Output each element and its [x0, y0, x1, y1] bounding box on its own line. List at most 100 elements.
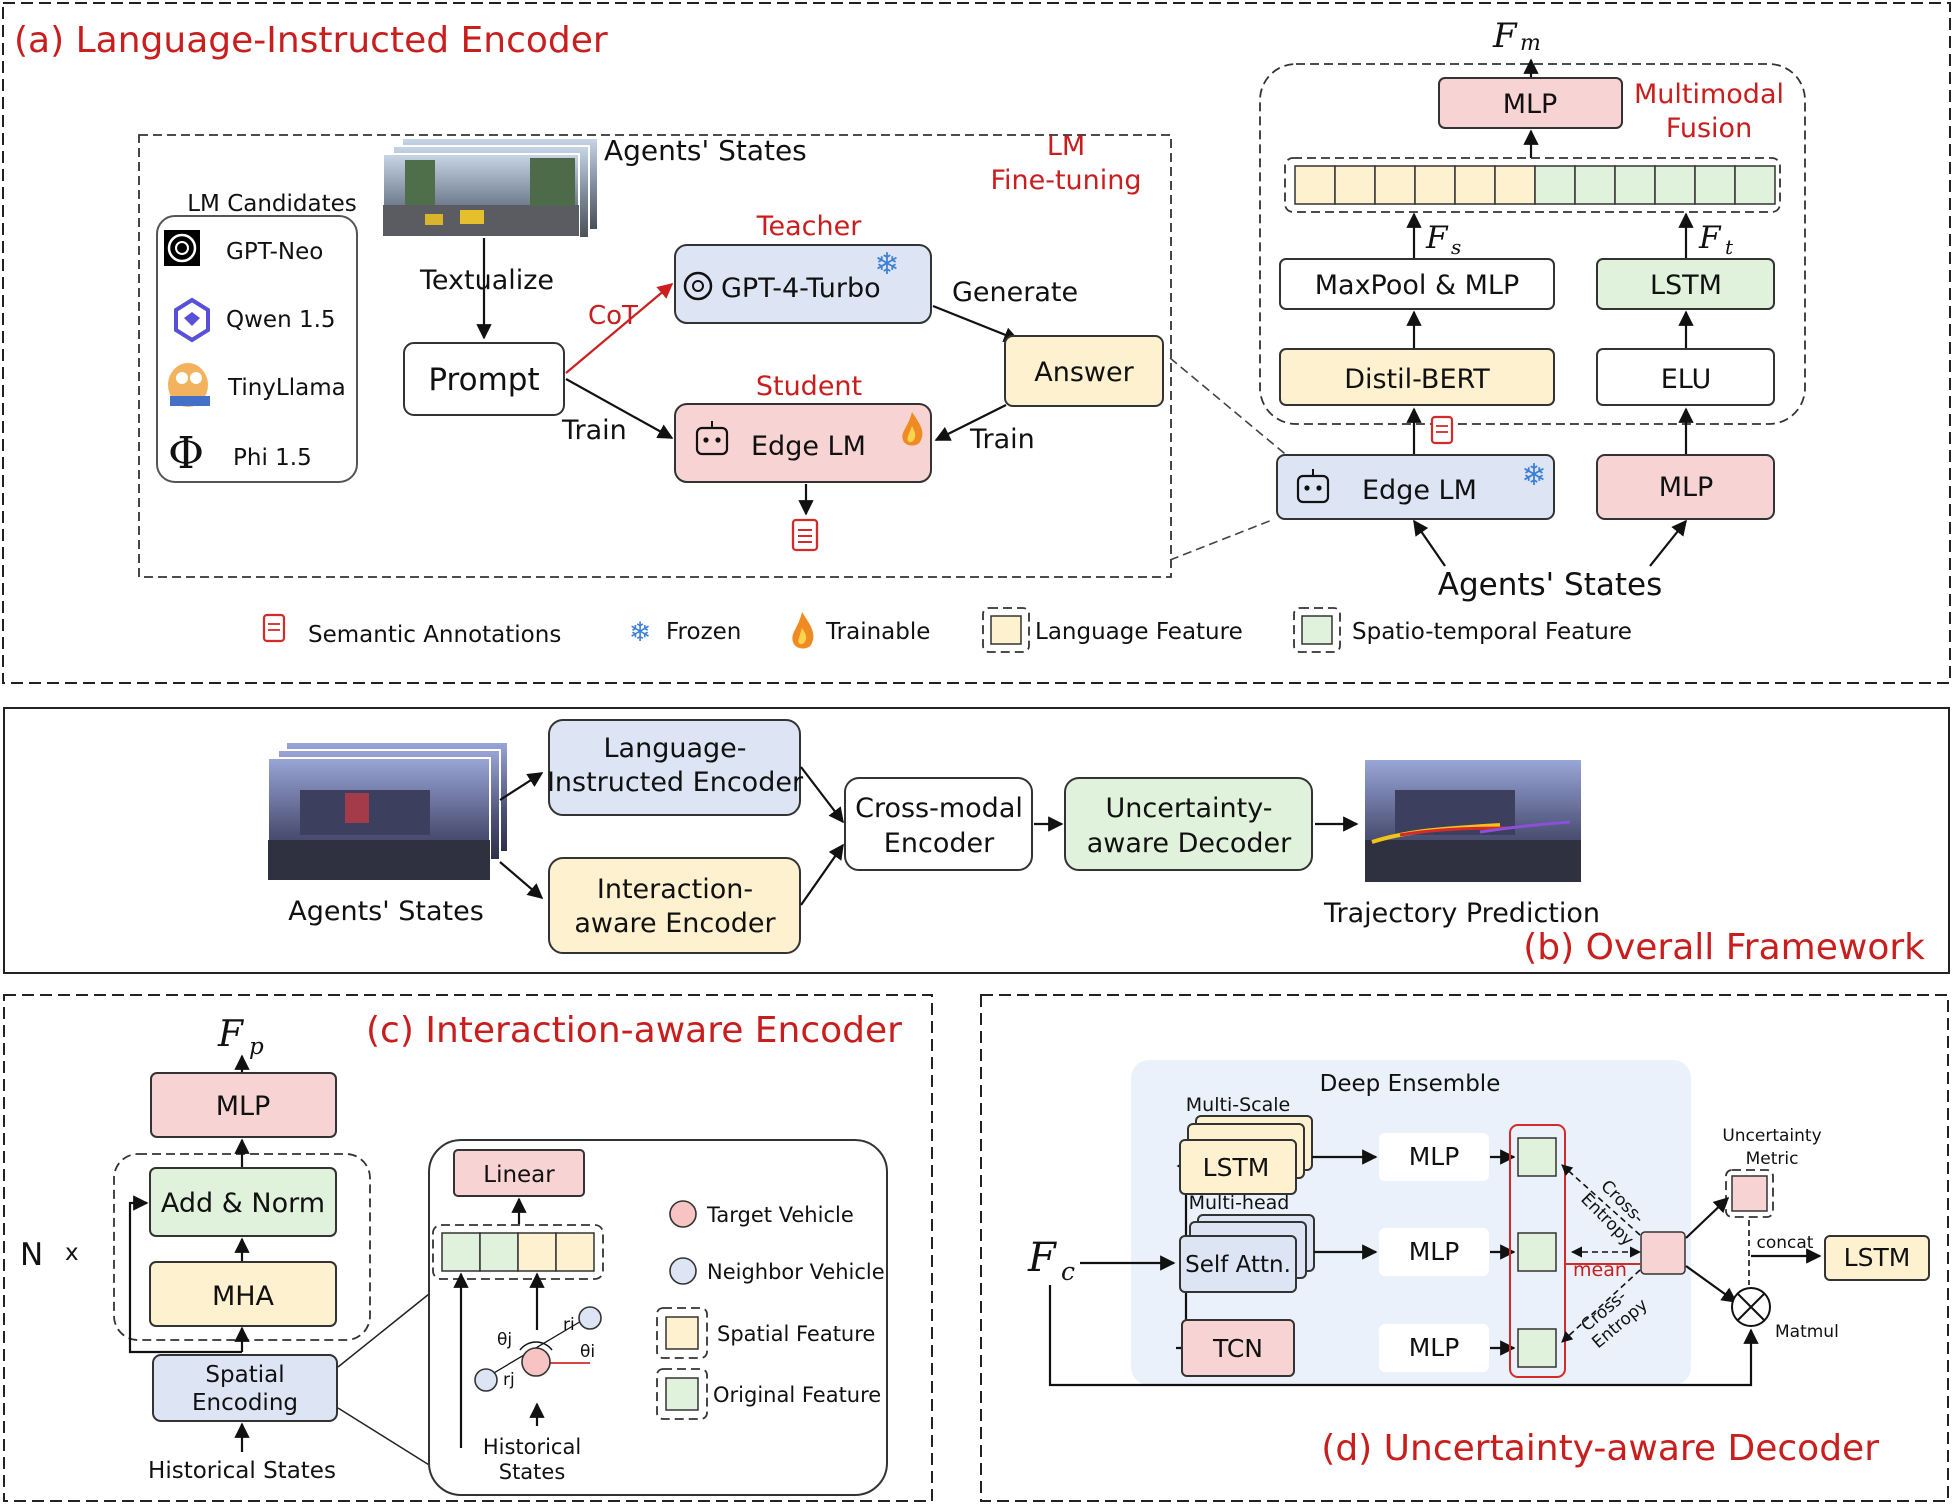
candidate-qwen: Qwen 1.5 — [226, 307, 336, 333]
theta-i-label: θi — [580, 1342, 595, 1362]
maxpool-label: MaxPool & MLP — [1315, 270, 1520, 301]
legend-language-frame — [982, 607, 1030, 653]
maxpool-box — [1279, 258, 1555, 310]
candidate-tinyllama: TinyLlama — [227, 375, 346, 401]
spatial-feature-strip-frame — [432, 1224, 604, 1280]
self-attn-label: Self Attn. — [1185, 1252, 1291, 1278]
mha-box — [149, 1261, 337, 1327]
add-norm-label: Add & Norm — [161, 1188, 325, 1219]
mlp-bottom-box — [1596, 454, 1775, 520]
ft-sub: t — [1725, 235, 1734, 259]
tcn-box — [1181, 1319, 1295, 1377]
mlp-top-label: MLP — [1503, 89, 1558, 120]
legend-trainable: Trainable — [825, 619, 930, 645]
mlp-d-box-1 — [1379, 1133, 1489, 1181]
generate-label: Generate — [952, 277, 1078, 308]
distil-bert-box — [1279, 348, 1555, 406]
cot-label: CoT — [588, 301, 638, 331]
legend-original-label: Original Feature — [713, 1383, 881, 1407]
target-vehicle-mark — [521, 1347, 551, 1377]
ri-label: ri — [563, 1315, 575, 1335]
ensemble-output-2 — [1517, 1232, 1557, 1272]
uad-label-1: Uncertainty- — [1105, 793, 1272, 824]
panel-a-frame — [2, 2, 1951, 684]
fm-sub: m — [1520, 31, 1541, 56]
uad-label-2: aware Decoder — [1087, 828, 1292, 859]
legend-language: Language Feature — [1035, 619, 1243, 645]
deep-ensemble-label: Deep Ensemble — [1320, 1071, 1501, 1097]
trajectory-image — [1365, 760, 1581, 882]
mlp-d-box-3 — [1379, 1324, 1489, 1372]
legend-spatial-swatch — [665, 1316, 699, 1350]
legend-snowflake-icon: ❄ — [629, 617, 652, 648]
spatial-encoding-label-2: Encoding — [192, 1390, 298, 1416]
legend-spatio-swatch — [1301, 615, 1333, 645]
fusion-label-1: Multimodal — [1634, 79, 1784, 110]
uad-box — [1064, 777, 1313, 871]
mlp-d-box-2 — [1379, 1228, 1489, 1276]
add-norm-box — [149, 1167, 337, 1237]
lie-box — [548, 719, 801, 816]
lstm-label: LSTM — [1650, 270, 1722, 301]
tinyllama-icon — [168, 363, 210, 407]
train-left-label: Train — [561, 415, 627, 446]
multi-head-label: Multi-head — [1189, 1192, 1290, 1214]
panel-b-frame — [3, 707, 1950, 974]
legend-spatial-label: Spatial Feature — [717, 1322, 875, 1346]
historical-label-1: Historical — [483, 1435, 581, 1459]
textualize-label: Textualize — [419, 265, 554, 296]
cme-box — [844, 777, 1033, 871]
student-box — [674, 403, 932, 483]
legend-spatio: Spatio-temporal Feature — [1352, 619, 1632, 645]
iae-label-2: aware Encoder — [574, 908, 776, 939]
self-attn-box — [1179, 1235, 1297, 1293]
lstm-box — [1596, 258, 1775, 310]
ensemble-output-column — [1509, 1124, 1566, 1378]
fp-label: F — [217, 1014, 245, 1055]
ft-label: F — [1698, 220, 1722, 256]
answer-label: Answer — [1034, 357, 1134, 388]
panel-b-title: (b) Overall Framework — [1523, 927, 1925, 968]
multimodal-fusion-frame — [1259, 63, 1806, 425]
snowflake-icon-right: ❄ — [1521, 458, 1546, 493]
multi-scale-lstm-label: LSTM — [1203, 1153, 1270, 1182]
robot-icon-right — [1296, 469, 1330, 504]
fs-sub: s — [1451, 235, 1461, 259]
fusion-label-2: Fusion — [1666, 113, 1752, 144]
linear-box — [453, 1149, 585, 1197]
tcn-label: TCN — [1212, 1334, 1263, 1363]
mlp-bottom-label: MLP — [1659, 472, 1714, 503]
mean-box — [1640, 1231, 1686, 1275]
snowflake-icon: ❄ — [874, 247, 899, 282]
legend-spatio-frame — [1293, 607, 1341, 653]
matmul-label: Matmul — [1775, 1322, 1839, 1342]
legend-original-frame — [656, 1368, 708, 1420]
legend-spatial-frame — [656, 1307, 708, 1359]
robot-icon — [695, 421, 729, 456]
panel-c-title: (c) Interaction-aware Encoder — [366, 1010, 902, 1051]
legend-target-circle — [669, 1200, 697, 1228]
uncertainty-metric-label-1: Uncertainty — [1722, 1126, 1821, 1146]
mlp-c-box — [150, 1072, 337, 1138]
linear-label: Linear — [483, 1162, 555, 1188]
uncertainty-metric-box — [1731, 1175, 1768, 1212]
fp-sub: p — [249, 1034, 264, 1060]
multi-scale-lstm-box — [1179, 1139, 1297, 1195]
fm-label: F — [1492, 16, 1518, 56]
candidate-gpt-neo: GPT-Neo — [226, 239, 323, 265]
mlp-top-box — [1438, 77, 1623, 129]
panel-c-frame — [3, 994, 933, 1502]
fused-feature-frame — [1284, 157, 1781, 213]
gpt-neo-icon — [164, 230, 200, 266]
mlp-d-label-1: MLP — [1409, 1142, 1460, 1171]
iae-label-1: Interaction- — [597, 874, 753, 905]
legend-neighbor-circle — [669, 1257, 697, 1285]
agents-states-image-b — [267, 741, 509, 881]
distil-bert-label: Distil-BERT — [1344, 364, 1490, 395]
nx-x: x — [65, 1240, 79, 1266]
legend-document-icon — [262, 613, 286, 643]
lie-label-1: Language- — [604, 733, 747, 764]
mlp-d-label-3: MLP — [1409, 1333, 1460, 1362]
prompt-label: Prompt — [428, 362, 539, 398]
spatial-feature-strip — [441, 1232, 595, 1272]
